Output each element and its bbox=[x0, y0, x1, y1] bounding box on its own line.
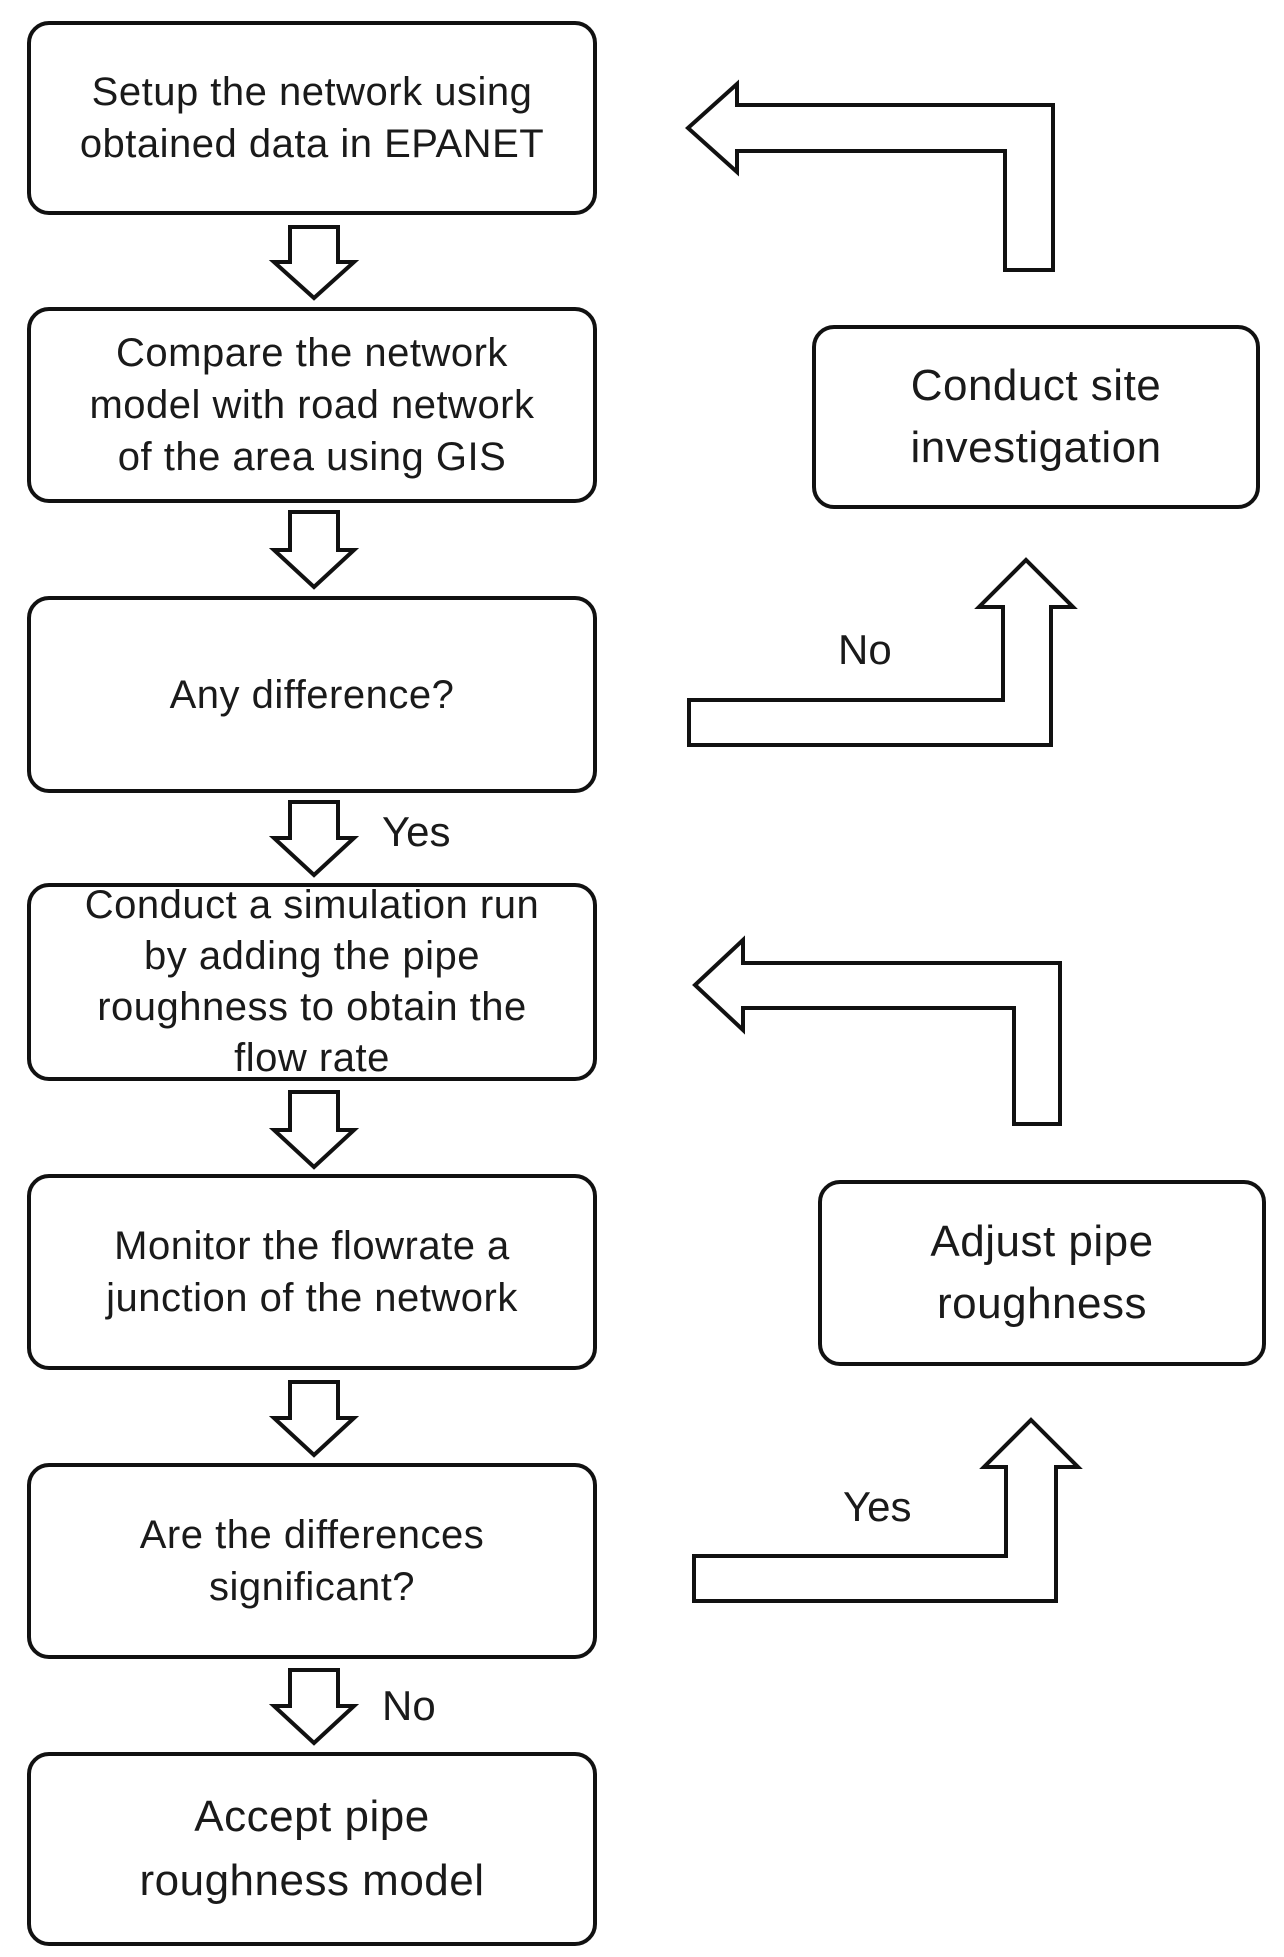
any-difference-text: Any difference? bbox=[169, 672, 455, 717]
accept-model-text: Accept pipe roughness model bbox=[139, 1792, 485, 1905]
accept-model-box: Accept pipe roughness model bbox=[27, 1752, 597, 1946]
site-investigation-box: Conduct site investigation bbox=[812, 325, 1260, 509]
significant-yes-label: Yes bbox=[843, 1483, 912, 1530]
setup-network-box: Setup the network using obtained data in… bbox=[27, 21, 597, 215]
any-difference-box: Any difference? bbox=[27, 596, 597, 793]
down-arrow-significant-to-accept bbox=[268, 1668, 360, 1746]
down-arrow-monitor-to-significant bbox=[268, 1380, 360, 1458]
up-arrow-significant-to-adjust bbox=[692, 1417, 1083, 1603]
simulation-run-box: Conduct a simulation run by adding the p… bbox=[27, 883, 597, 1081]
difference-yes-label: Yes bbox=[382, 808, 451, 855]
compare-network-box: Compare the network model with road netw… bbox=[27, 307, 597, 503]
down-arrow-compare-to-difference bbox=[268, 510, 360, 590]
return-arrow-adjust-to-simulation bbox=[692, 935, 1062, 1126]
adjust-roughness-box: Adjust pipe roughness bbox=[818, 1180, 1266, 1366]
return-arrow-site-to-setup bbox=[685, 79, 1055, 272]
significant-no-label: No bbox=[382, 1682, 436, 1729]
down-arrow-difference-to-simulation bbox=[268, 800, 360, 878]
site-investigation-text: Conduct site investigation bbox=[910, 361, 1162, 472]
adjust-roughness-text: Adjust pipe roughness bbox=[930, 1217, 1154, 1328]
up-arrow-difference-to-site bbox=[687, 557, 1078, 747]
down-arrow-simulation-to-monitor bbox=[268, 1090, 360, 1170]
simulation-run-text: Conduct a simulation run by adding the p… bbox=[84, 883, 540, 1080]
setup-network-text: Setup the network using obtained data in… bbox=[79, 70, 545, 166]
differences-significant-box: Are the differences significant? bbox=[27, 1463, 597, 1659]
differences-significant-text: Are the differences significant? bbox=[139, 1513, 485, 1609]
compare-network-text: Compare the network model with road netw… bbox=[89, 331, 535, 479]
monitor-flowrate-text: Monitor the flowrate a junction of the n… bbox=[106, 1224, 518, 1320]
monitor-flowrate-box: Monitor the flowrate a junction of the n… bbox=[27, 1174, 597, 1370]
difference-no-label: No bbox=[838, 626, 892, 673]
down-arrow-setup-to-compare bbox=[268, 225, 360, 301]
